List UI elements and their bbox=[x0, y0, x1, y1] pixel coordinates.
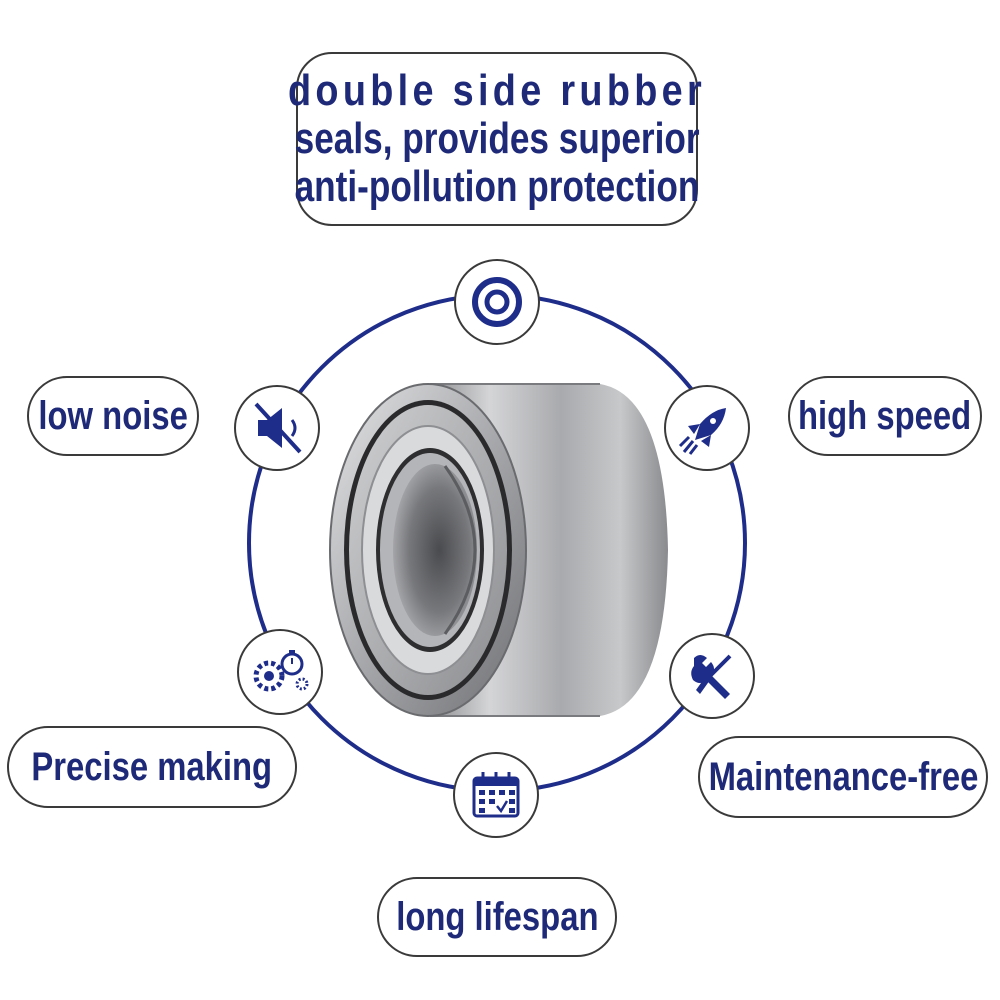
maintenance-free-label: Maintenance-free bbox=[698, 736, 988, 818]
maintenance-free-text: Maintenance-free bbox=[708, 754, 978, 799]
high-speed-text: high speed bbox=[798, 393, 972, 438]
precise-making-text: Precise making bbox=[31, 744, 273, 789]
seal-feature-line-2: seals, provides superior bbox=[294, 114, 700, 163]
rocket-icon bbox=[664, 385, 750, 471]
long-lifespan-label: long lifespan bbox=[377, 877, 617, 957]
wheel-bearing-photo bbox=[329, 383, 668, 717]
seal-feature-line-3: anti-pollution protection bbox=[294, 162, 700, 211]
muted-speaker-icon bbox=[234, 385, 320, 471]
high-speed-label: high speed bbox=[788, 376, 982, 456]
seal-feature-label: double side rubber seals, provides super… bbox=[288, 52, 702, 226]
seal-rings-icon bbox=[454, 259, 540, 345]
long-lifespan-text: long lifespan bbox=[395, 894, 599, 939]
precise-making-label: Precise making bbox=[7, 726, 297, 808]
low-noise-text: low noise bbox=[38, 393, 188, 438]
calendar-icon bbox=[453, 752, 539, 838]
seal-feature-line-1: double side rubber bbox=[288, 66, 707, 115]
low-noise-label: low noise bbox=[27, 376, 199, 456]
wrench-screwdriver-icon bbox=[669, 633, 755, 719]
gears-stopwatch-icon bbox=[237, 629, 323, 715]
